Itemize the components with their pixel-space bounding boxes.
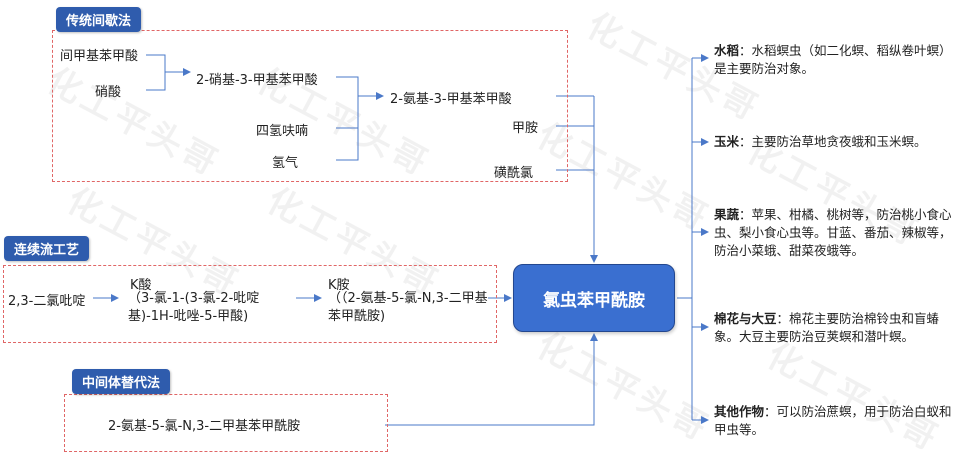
traditional-method-box [52, 30, 568, 182]
use-colon: ： [739, 134, 752, 149]
reactant-m-toluic-acid: 间甲基苯甲酸 [60, 49, 139, 64]
continuous-method-box [3, 265, 497, 343]
reagent-methylamine: 甲胺 [512, 121, 539, 136]
use-colon: ： [764, 404, 777, 419]
reagent-hydrogen: 氢气 [272, 156, 299, 171]
use-description: 水稻螟虫（如二化螟、稻纵卷叶螟）是主要防治对象。 [714, 43, 952, 76]
use-description: 可以防治蔗螟，用于防治白蚁和甲虫等。 [714, 404, 952, 437]
intermediate-compound: 2-氨基-5-氯-N,3-二甲基苯甲酰胺 [108, 419, 301, 434]
use-description: 苹果、柑橘、桃树等，防治桃小食心虫、梨小食心虫等。甘蓝、番茄、辣椒等，防治小菜蛾… [714, 207, 952, 258]
start-dichloropyridine: 2,3-二氯吡啶 [8, 294, 86, 309]
continuous-method-tag: 连续流工艺 [4, 236, 90, 261]
intermediate-method-tag: 中间体替代法 [72, 369, 171, 394]
reagent-thf: 四氢呋喃 [256, 124, 309, 139]
use-colon: ： [776, 311, 790, 326]
k-acid-label: K酸 [130, 278, 152, 293]
use-colon: ： [739, 43, 752, 58]
use-corn: 玉米：主要防治草地贪夜蛾和玉米螟。 [714, 133, 954, 151]
use-crop-label: 棉花与大豆 [714, 311, 777, 326]
use-crop-label: 水稻 [714, 43, 740, 58]
intermediate-method-box [64, 394, 388, 452]
intermediate-amino-acid: 2-氨基-3-甲基苯甲酸 [390, 92, 512, 107]
use-description: 棉花主要防治棉铃虫和盲蝽象。大豆主要防治豆荚螟和潜叶螟。 [714, 311, 940, 344]
use-description: 主要防治草地贪夜蛾和玉米螟。 [751, 134, 927, 149]
use-cotton-soybean: 棉花与大豆：棉花主要防治棉铃虫和盲蝽象。大豆主要防治豆荚螟和潜叶螟。 [714, 310, 954, 346]
use-crop-label: 玉米 [714, 134, 740, 149]
use-crop-label: 果蔬 [714, 207, 740, 222]
k-amine-name: （（2-氨基-5-氯-N,3-二甲基苯甲酰胺) [328, 291, 488, 324]
use-rice: 水稻：水稻螟虫（如二化螟、稻纵卷叶螟）是主要防治对象。 [714, 42, 954, 78]
use-fruit-veg: 果蔬：苹果、柑橘、桃树等，防治桃小食心虫、梨小食心虫等。甘蓝、番茄、辣椒等，防治… [714, 206, 954, 260]
reagent-sulfuryl-chloride: 磺酰氯 [494, 166, 534, 181]
k-amine-label: K胺 [328, 278, 350, 293]
chlorantraniliprole-node: 氯虫苯甲酰胺 [513, 264, 675, 332]
reactant-nitric-acid: 硝酸 [95, 85, 122, 100]
use-other-crops: 其他作物：可以防治蔗螟，用于防治白蚁和甲虫等。 [714, 403, 954, 439]
intermediate-nitro-acid: 2-硝基-3-甲基苯甲酸 [196, 73, 318, 88]
traditional-method-tag: 传统间歇法 [56, 7, 142, 32]
k-acid-name: （3-氯-1-(3-氯-2-吡啶基)-1H-吡唑-5-甲酸) [128, 291, 260, 324]
use-crop-label: 其他作物 [714, 404, 765, 419]
use-colon: ： [739, 207, 752, 222]
